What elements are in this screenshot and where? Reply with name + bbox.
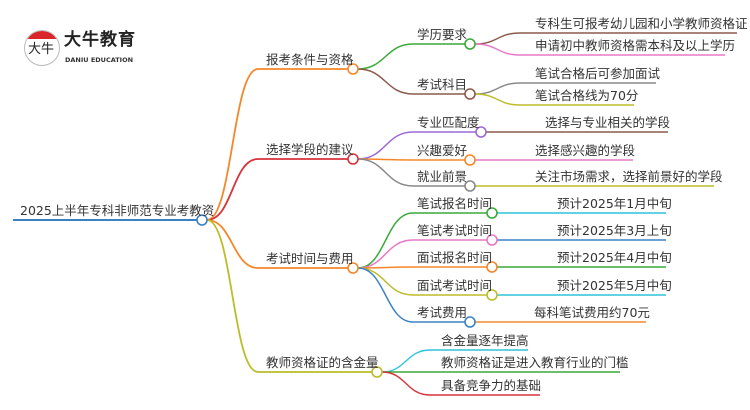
branch-node-circle[interactable] xyxy=(347,153,359,165)
logo-title: 大牛教育 xyxy=(64,30,136,50)
branch-node-label[interactable]: 教师资格证的含金量 xyxy=(266,355,379,370)
leaf-node-label[interactable]: 关注市场需求，选择前景好的学段 xyxy=(535,169,723,184)
topic-node-label[interactable]: 面试报名时间 xyxy=(417,250,493,265)
branch-edge xyxy=(206,219,348,269)
leaf-node-label[interactable]: 专科生可报考幼儿园和小学教师资格证 xyxy=(535,16,748,31)
topic-node-circle[interactable] xyxy=(464,316,476,328)
topic-node-label[interactable]: 兴趣爱好 xyxy=(417,143,468,158)
topic-edge xyxy=(357,68,465,95)
topic-node-label[interactable]: 考试科目 xyxy=(417,77,468,92)
leaf-edge xyxy=(474,32,737,45)
topic-node-label[interactable]: 考试费用 xyxy=(417,305,468,320)
leaf-node-label[interactable]: 预计2025年5月中旬 xyxy=(557,278,672,293)
logo-emblem-cap xyxy=(25,31,59,39)
topic-node-label[interactable]: 就业前景 xyxy=(417,169,468,184)
topic-edge xyxy=(357,239,487,269)
leaf-edge xyxy=(474,43,725,56)
topic-node-label[interactable]: 面试考试时间 xyxy=(417,278,493,293)
leaf-node-label[interactable]: 具备竞争力的基础 xyxy=(441,378,542,393)
leaf-node-label[interactable]: 预计2025年4月中旬 xyxy=(557,250,672,265)
leaf-node-label[interactable]: 选择与专业相关的学段 xyxy=(545,115,671,130)
branch-node-circle[interactable] xyxy=(371,366,383,378)
topic-edge xyxy=(357,267,487,296)
topic-node-label[interactable]: 学历要求 xyxy=(417,27,468,42)
logo-glyph: 大牛 xyxy=(28,42,55,57)
topic-node-circle[interactable] xyxy=(486,207,498,219)
topic-node-circle[interactable] xyxy=(486,234,498,246)
root-node-circle[interactable] xyxy=(196,214,208,226)
root-node-label[interactable]: 2025上半年专科非师范专业考教资 xyxy=(20,203,215,218)
topic-edge xyxy=(357,267,465,323)
leaf-node-label[interactable]: 每科笔试费用约70元 xyxy=(534,305,650,320)
topic-node-circle[interactable] xyxy=(464,38,476,50)
branch-node-circle[interactable] xyxy=(347,63,359,75)
logo: 大牛 大牛教育 DANIU EDUCATION xyxy=(22,26,152,72)
leaf-edge xyxy=(381,349,528,373)
topic-node-circle[interactable] xyxy=(464,154,476,166)
branch-node-circle[interactable] xyxy=(347,262,359,274)
topic-edge xyxy=(357,266,487,269)
branch-edge xyxy=(206,219,372,373)
leaf-edge xyxy=(381,371,540,396)
leaf-node-label[interactable]: 含金量逐年提高 xyxy=(441,333,529,348)
branch-edge xyxy=(206,158,348,221)
branch-node-label[interactable]: 选择学段的建议 xyxy=(266,142,354,157)
branch-edge xyxy=(206,68,348,221)
topic-node-label[interactable]: 专业匹配度 xyxy=(417,115,480,130)
topic-edge xyxy=(357,158,465,161)
logo-emblem: 大牛 xyxy=(24,30,60,66)
topic-node-circle[interactable] xyxy=(464,88,476,100)
branch-node-label[interactable]: 考试时间与费用 xyxy=(266,251,354,266)
topic-node-circle[interactable] xyxy=(475,126,487,138)
leaf-edge xyxy=(474,93,634,106)
topic-node-circle[interactable] xyxy=(486,289,498,301)
leaf-node-label[interactable]: 笔试合格线为70分 xyxy=(535,88,639,103)
topic-edge xyxy=(357,212,487,269)
branch-node-label[interactable]: 报考条件与资格 xyxy=(266,52,354,67)
leaf-node-label[interactable]: 申请初中教师资格需本科及以上学历 xyxy=(535,38,736,53)
leaf-node-label[interactable]: 选择感兴趣的学段 xyxy=(535,143,636,158)
leaf-node-label[interactable]: 预计2025年3月上旬 xyxy=(557,223,672,238)
leaf-node-label[interactable]: 笔试合格后可参加面试 xyxy=(535,66,661,81)
topic-node-circle[interactable] xyxy=(486,261,498,273)
leaf-edge xyxy=(474,82,656,95)
topic-node-label[interactable]: 笔试考试时间 xyxy=(417,223,493,238)
topic-edge xyxy=(357,131,476,160)
topic-edge xyxy=(357,158,465,187)
leaf-node-label[interactable]: 预计2025年1月中旬 xyxy=(557,196,672,211)
topic-edge xyxy=(357,43,465,70)
topic-node-label[interactable]: 笔试报名时间 xyxy=(417,196,493,211)
logo-subtitle: DANIU EDUCATION xyxy=(65,56,134,64)
topic-node-circle[interactable] xyxy=(464,180,476,192)
leaf-node-label[interactable]: 教师资格证是进入教育行业的门槛 xyxy=(441,355,629,370)
